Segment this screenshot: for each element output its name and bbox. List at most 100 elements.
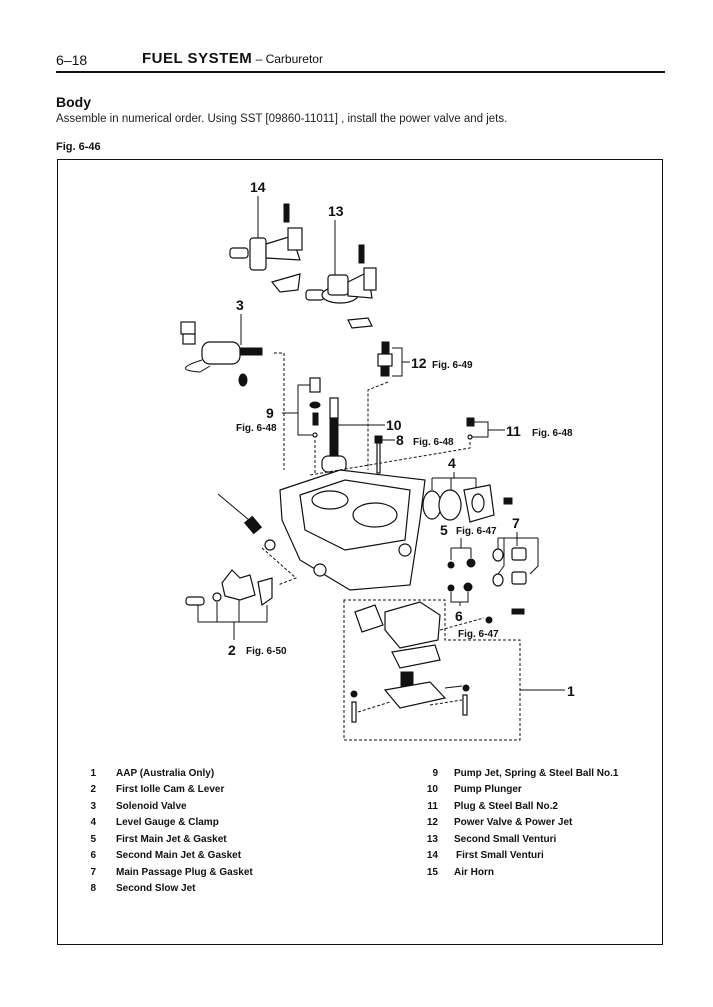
part-2-idle-cam-lever: 2 Fig. 6-50 <box>185 547 297 658</box>
part-5-first-main-jet: 5 Fig. 6-47 <box>440 522 497 569</box>
venturi-block <box>363 267 377 291</box>
part-10-pump-plunger: 10 <box>321 397 402 473</box>
plug-icon <box>511 547 527 561</box>
gasket-icon <box>492 573 504 587</box>
figure-reference: Fig. 6-48 <box>532 428 573 439</box>
gauge-glass <box>438 489 462 521</box>
gauge-opening <box>471 493 485 513</box>
page-number: 6–18 <box>56 52 88 68</box>
plug-icon <box>511 571 527 585</box>
idle-lever <box>257 577 273 607</box>
pump-jet-icon <box>309 377 321 393</box>
screw-icon <box>358 244 365 264</box>
spring-icon <box>312 412 319 426</box>
clamp-ring <box>422 490 442 520</box>
body-port <box>313 563 327 577</box>
callout-2: 2 <box>228 642 236 658</box>
power-jet-icon <box>380 365 390 377</box>
plunger-spring <box>329 417 339 459</box>
body-bore <box>352 502 398 528</box>
callout-9: 9 <box>266 405 274 421</box>
callout-14: 14 <box>250 179 266 195</box>
screw-icon <box>511 608 525 615</box>
aap-housing <box>384 601 441 649</box>
bracket <box>392 347 403 377</box>
part-8-second-slow-jet: 8 Fig. 6-48 <box>374 432 454 474</box>
body-bore <box>311 490 349 510</box>
callout-7: 7 <box>512 515 520 531</box>
venturi-arm <box>229 247 249 259</box>
bracket <box>297 384 313 436</box>
callout-6: 6 <box>455 608 463 624</box>
callout-5: 5 <box>440 522 448 538</box>
slow-jet-icon <box>374 435 383 444</box>
plug-icon <box>485 616 493 624</box>
figure-reference: Fig. 6-47 <box>458 629 499 640</box>
section-heading: Body <box>56 94 91 110</box>
venturi-block <box>287 227 303 251</box>
header-rule <box>56 71 665 73</box>
figure-reference: Fig. 6-47 <box>456 526 497 537</box>
callout-13: 13 <box>328 203 344 219</box>
figure-label: Fig. 6-46 <box>56 141 101 153</box>
idle-cam <box>221 569 256 601</box>
slow-jet-tube <box>376 442 381 474</box>
body-port <box>264 539 276 551</box>
jet-icon <box>466 558 476 568</box>
carburetor-exploded-diagram: 14 13 3 12 <box>180 179 575 741</box>
section-title: FUEL SYSTEM – Carburetor <box>142 50 323 67</box>
venturi-body <box>327 274 349 296</box>
aap-boundary <box>343 599 521 741</box>
assembly-line <box>439 617 485 631</box>
assembly-line <box>357 701 391 713</box>
venturi-body <box>249 237 267 271</box>
callout-3: 3 <box>236 297 244 313</box>
callout-8: 8 <box>396 432 404 448</box>
steel-ball-icon <box>309 401 321 409</box>
figure-reference: Fig. 6-48 <box>236 423 277 434</box>
washer-icon <box>462 684 470 692</box>
assembly-line <box>429 699 463 706</box>
solenoid-thread <box>239 347 263 356</box>
solenoid-gasket <box>238 373 248 387</box>
bracket <box>450 592 469 606</box>
figure-frame <box>57 159 663 945</box>
part-14-first-small-venturi: 14 <box>229 179 303 293</box>
figure-reference: Fig. 6-48 <box>413 437 454 448</box>
assembly-line <box>309 442 471 476</box>
plug-icon <box>466 417 475 427</box>
page-header: 6–18 FUEL SYSTEM – Carburetor <box>56 50 664 72</box>
spring-icon <box>243 515 263 535</box>
callout-11: 11 <box>506 423 521 439</box>
subsection-name: – Carburetor <box>252 52 323 66</box>
body-port <box>398 543 412 557</box>
aap-plate <box>354 604 384 633</box>
bracket <box>497 532 539 575</box>
callout-12: 12 <box>411 355 427 371</box>
ball-icon <box>467 434 473 440</box>
assembly-line <box>367 381 389 470</box>
bolt-icon <box>351 701 357 723</box>
part-12-power-valve: 12 Fig. 6-49 <box>367 341 473 470</box>
callout-10: 10 <box>386 417 402 433</box>
gasket-icon <box>492 548 504 562</box>
part-9-pump-jet: 9 Fig. 6-48 <box>236 377 321 475</box>
ball-icon <box>312 432 318 438</box>
washer-icon <box>350 690 358 698</box>
solenoid-wire <box>185 359 211 373</box>
gasket-icon <box>447 561 455 569</box>
bolt-icon <box>462 694 468 716</box>
jet-icon <box>463 582 473 592</box>
carburetor-body <box>264 469 426 591</box>
solenoid-body <box>201 341 241 365</box>
connector-icon <box>180 321 196 335</box>
figure-reference: Fig. 6-50 <box>246 646 287 657</box>
aap-cover <box>383 681 447 709</box>
venturi-gasket <box>347 317 373 329</box>
callout-4: 4 <box>448 455 456 471</box>
aap-pin <box>444 685 463 689</box>
venturi-flange <box>270 273 301 293</box>
cam-bolt <box>185 596 205 606</box>
